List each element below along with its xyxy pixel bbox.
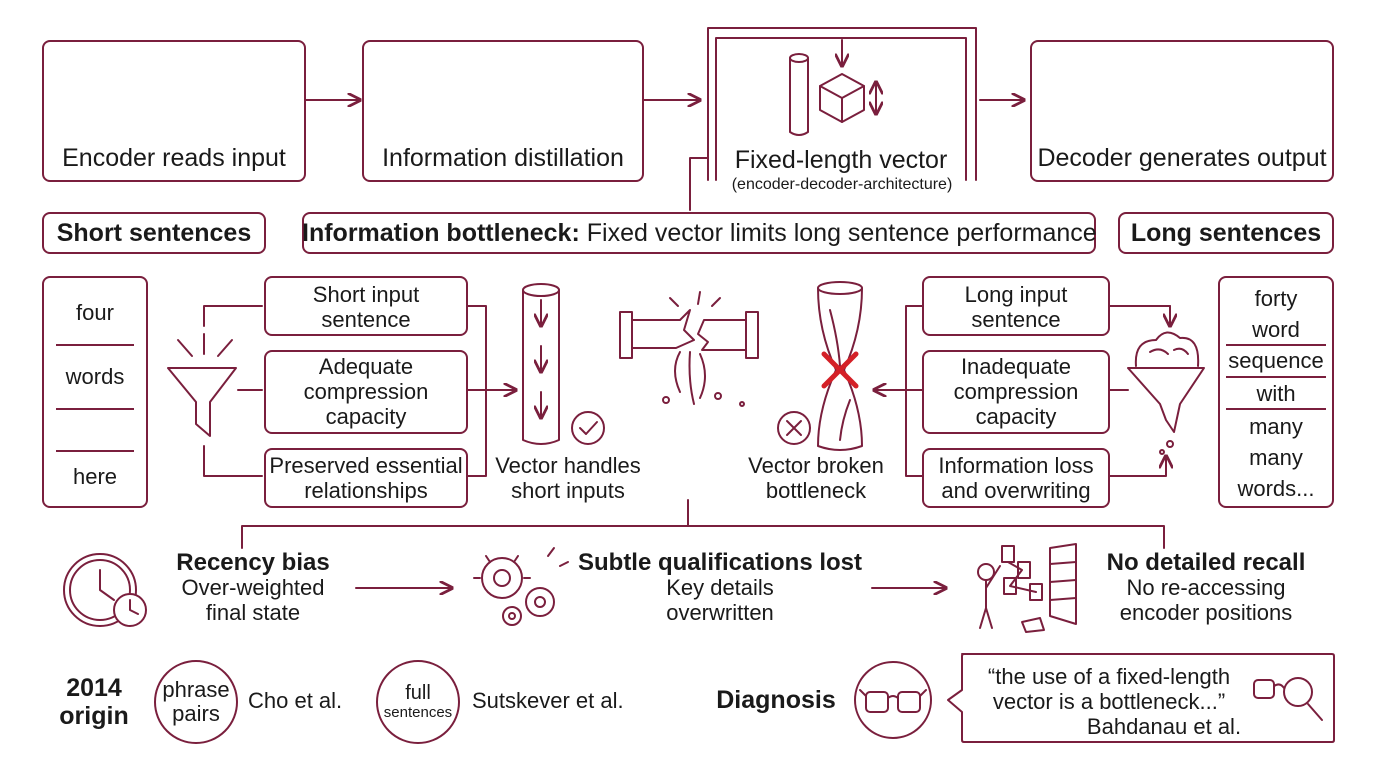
vector-label: Fixed-length vector xyxy=(734,146,948,174)
vector-outer-frame xyxy=(707,27,977,181)
distill-label: Information distillation xyxy=(382,144,624,172)
clock-icon xyxy=(63,553,147,627)
bottleneck-bold: Information bottleneck: xyxy=(302,219,580,247)
step-adequate-compression xyxy=(264,350,468,434)
quote-bubble xyxy=(947,653,1335,743)
long-word: many xyxy=(1249,414,1303,439)
long-sentences-box xyxy=(1118,212,1334,254)
right-funnel-icon xyxy=(1127,305,1205,455)
long-word: forty xyxy=(1254,286,1298,311)
short-sentences-box xyxy=(42,212,266,254)
connector-to-loss xyxy=(1109,456,1166,477)
broken-pipe-icon xyxy=(619,291,759,407)
effect-recency-title: Recency bias xyxy=(176,549,330,576)
short-word: here xyxy=(72,464,118,489)
bottleneck-rest: Fixed vector limits long sentence perfor… xyxy=(579,219,1097,247)
checkmark-icon xyxy=(571,411,605,445)
long-word: with xyxy=(1256,381,1296,406)
step-inadequate-compression xyxy=(922,350,1110,434)
step-short-input xyxy=(264,276,468,336)
encoder-label: Encoder reads input xyxy=(62,144,286,172)
vector-connector xyxy=(689,157,709,211)
step-long-input xyxy=(922,276,1110,336)
long-word: words... xyxy=(1237,476,1315,501)
long-sentences-label: Long sentences xyxy=(1130,219,1322,247)
short-word: words xyxy=(65,364,125,389)
encoder-box xyxy=(42,40,306,182)
glasses-icon xyxy=(854,661,932,739)
long-word: word xyxy=(1252,317,1300,342)
cite-cho: Cho et al. xyxy=(248,688,343,713)
connector-to-preserved xyxy=(203,445,263,477)
long-words-box xyxy=(1218,276,1334,508)
vector-tube-ok-icon xyxy=(522,283,560,445)
step-information-loss xyxy=(922,448,1110,508)
connector-to-short-input xyxy=(203,305,263,327)
distill-box xyxy=(362,40,644,182)
vector-inner-frame xyxy=(715,37,967,181)
effects-bracket xyxy=(241,525,1165,549)
broken-hourglass-icon xyxy=(817,281,863,451)
decoder-label: Decoder generates output xyxy=(1037,144,1327,172)
short-sentences-label: Short sentences xyxy=(56,219,252,247)
left-funnel-icon xyxy=(167,333,237,437)
glasses-magnifier-icon xyxy=(1253,677,1323,721)
bottleneck-box xyxy=(302,212,1096,254)
vector-sublabel: (encoder-decoder-architecture) xyxy=(731,176,953,193)
short-word: four xyxy=(76,300,114,325)
red-x-icon xyxy=(821,351,859,389)
diagnosis-label: Diagnosis xyxy=(716,686,836,714)
cylinder-cube-icon xyxy=(789,53,876,136)
diagnosis-author: Bahdanau et al. xyxy=(1086,714,1242,739)
cite-sutskever: Sutskever et al. xyxy=(472,688,624,713)
error-circle-icon xyxy=(777,411,811,445)
gears-icon xyxy=(473,547,569,626)
investigation-board-icon xyxy=(977,543,1077,633)
long-word: many xyxy=(1249,445,1303,470)
step-preserved xyxy=(264,448,468,508)
short-words-box xyxy=(42,276,148,508)
long-word: sequence xyxy=(1228,348,1324,373)
effect-qualifications-title: Subtle qualifications lost xyxy=(577,549,863,576)
bottleneck-text: Information bottleneck: Fixed vector lim… xyxy=(302,219,1097,248)
decoder-box xyxy=(1030,40,1334,182)
effect-recall-title: No detailed recall xyxy=(1106,549,1306,576)
